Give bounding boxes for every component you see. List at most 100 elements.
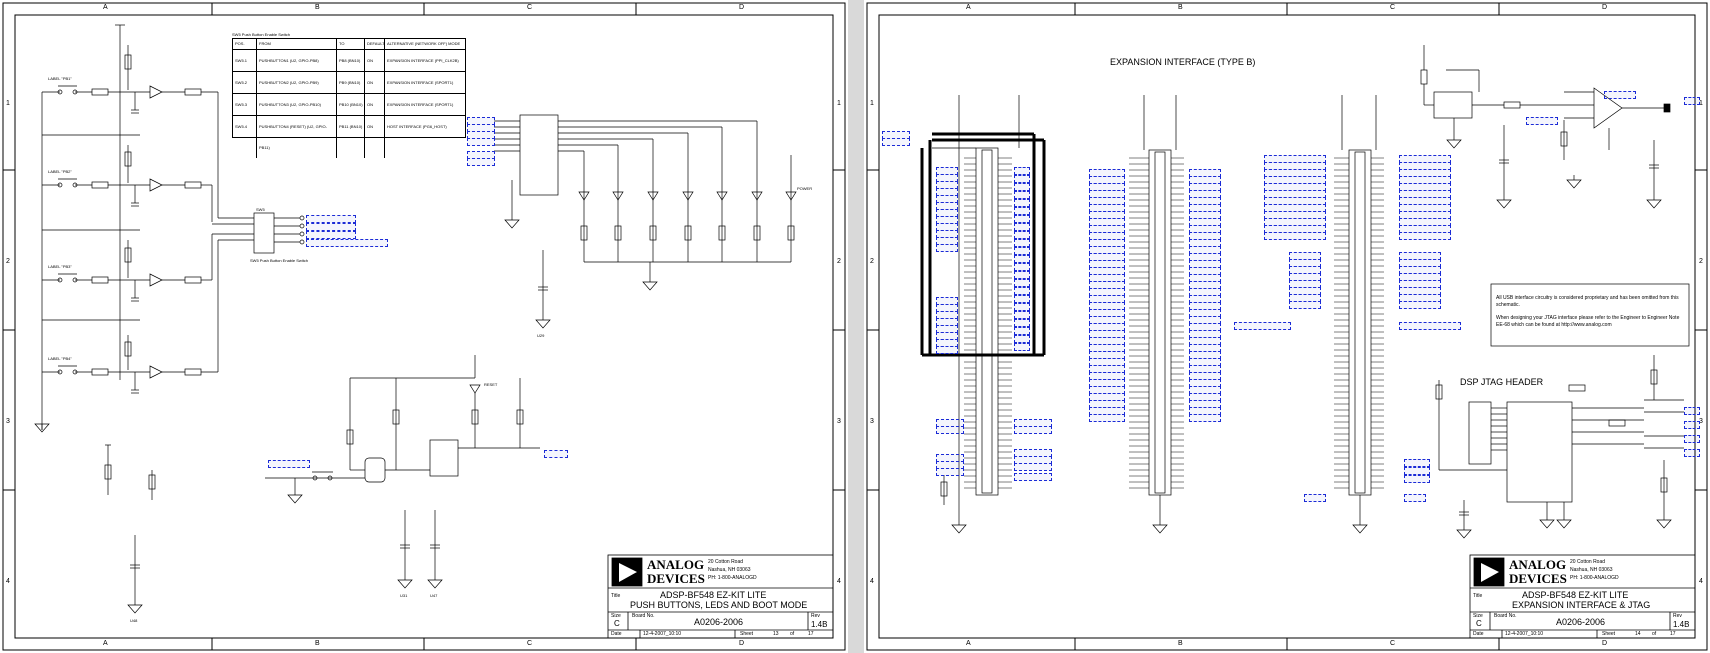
board-number: A0206-2006 — [1556, 617, 1606, 627]
size-label: Size — [611, 613, 621, 619]
sheet-14-drawing — [866, 2, 1708, 651]
net-label — [1089, 414, 1125, 422]
sheet-number: 13 — [773, 631, 779, 637]
net-label — [1014, 271, 1030, 279]
label-pb4: LABEL "PB4" — [48, 356, 72, 361]
net-label — [467, 138, 495, 146]
net-label — [306, 223, 356, 231]
title-line2: EXPANSION INTERFACE & JTAG — [1512, 600, 1651, 610]
net-label — [1684, 421, 1700, 429]
zone-row-1-right: 1 — [837, 100, 841, 107]
net-label — [1684, 449, 1700, 457]
zone-row-2-right: 2 — [837, 258, 841, 265]
title-line1: ADSP-BF548 EZ-KIT LITE — [1522, 590, 1629, 600]
address-line1: 20 Cotton Road — [708, 559, 744, 565]
net-label — [1014, 231, 1030, 239]
sheet-13-drawing — [2, 2, 846, 651]
address-line2: Nashua, NH 03063 — [708, 567, 751, 573]
table-cell: ON — [365, 94, 385, 115]
board-label: Board No. — [1494, 613, 1517, 619]
sw5-table-title: SW5 Push Button Enable Switch — [232, 32, 291, 37]
net-label — [306, 231, 356, 239]
net-label — [1014, 223, 1030, 231]
company-name-line1: ANALOG — [647, 557, 705, 572]
address-line2: Nashua, NH 03063 — [1570, 567, 1613, 573]
table-cell: SW5.2 — [233, 72, 257, 93]
address-line1: 20 Cotton Road — [1570, 559, 1606, 565]
net-label — [1014, 473, 1052, 481]
table-row: SW5.4 PUSHBUTTON4 (RESET) (U2, GPIO-PB11… — [233, 116, 465, 158]
net-label — [544, 450, 568, 458]
zone-col-d: D — [739, 4, 745, 11]
jtag-note-text: When designing your JTAG interface pleas… — [1496, 315, 1680, 328]
table-header: POS. — [233, 39, 257, 49]
table-cell: PB9 (BN10) — [337, 72, 365, 93]
zone-col-b-bottom: B — [315, 640, 320, 647]
label-pb2: LABEL "PB2" — [48, 169, 72, 174]
title-label: Title — [1473, 593, 1483, 599]
of-label: of — [1652, 631, 1657, 637]
net-label — [268, 460, 310, 468]
net-label — [1014, 255, 1030, 263]
schematic-sheet-13: A B C D A B C D 1 2 3 4 1 2 3 4 LABEL "P… — [0, 0, 848, 653]
label-sw5: SW5 — [256, 207, 265, 212]
label-u29: U29 — [537, 333, 545, 338]
company-name-line2: DEVICES — [647, 571, 705, 586]
net-label — [1014, 263, 1030, 271]
net-label — [1404, 494, 1426, 502]
net-label — [467, 158, 495, 166]
net-label — [1014, 199, 1030, 207]
table-cell: PB8 (BN10) — [337, 50, 365, 71]
company-name-line2: DEVICES — [1509, 571, 1567, 586]
zone-row-1: 1 — [870, 100, 874, 107]
table-cell: PUSHBUTTON4 (RESET) (U2, GPIO-PB11) — [257, 116, 337, 158]
table-cell: PUSHBUTTON1 (U2, GPIO-PB8) — [257, 50, 337, 71]
net-label — [1604, 91, 1636, 99]
net-label — [1014, 295, 1030, 303]
title-line2: PUSH BUTTONS, LEDS AND BOOT MODE — [630, 600, 808, 610]
date-value: 12-4-2007_10:10 — [1505, 631, 1544, 637]
table-header: TO — [337, 39, 365, 49]
table-cell: SW5.4 — [233, 116, 257, 158]
zone-col-b: B — [1178, 4, 1183, 11]
table-cell: ON — [365, 50, 385, 71]
zone-row-3-right: 3 — [1699, 418, 1703, 425]
net-label — [1399, 232, 1451, 240]
net-label — [936, 426, 964, 434]
zone-col-c-bottom: C — [1390, 640, 1396, 647]
net-label — [936, 244, 958, 252]
net-label — [306, 239, 388, 247]
net-label — [1014, 287, 1030, 295]
title-line1: ADSP-BF548 EZ-KIT LITE — [660, 590, 767, 600]
zone-row-3: 3 — [6, 418, 10, 425]
table-header: FROM — [257, 39, 337, 49]
zone-col-a-bottom: A — [103, 640, 108, 647]
zone-row-3: 3 — [870, 418, 874, 425]
zone-col-b-bottom: B — [1178, 640, 1183, 647]
label-power: POWER — [797, 186, 813, 191]
net-label — [1404, 467, 1430, 475]
address-line3: PH: 1-800-ANALOGD — [708, 575, 757, 581]
label-u31: U31 — [400, 593, 408, 598]
net-label — [1014, 167, 1030, 175]
net-label — [1684, 97, 1700, 105]
net-label — [1526, 117, 1558, 125]
zone-col-c: C — [527, 4, 533, 11]
rev-value: 1.4B — [1673, 620, 1690, 629]
net-label — [1014, 207, 1030, 215]
table-cell: EXPANSION INTERFACE (SPORT1) — [387, 80, 454, 85]
net-label — [936, 346, 958, 354]
title-label: Title — [611, 593, 621, 599]
zone-col-a: A — [103, 4, 108, 11]
board-number: A0206-2006 — [694, 617, 744, 627]
zone-col-b: B — [315, 4, 320, 11]
net-label — [1684, 435, 1700, 443]
size-value: C — [614, 619, 620, 628]
net-label — [1014, 303, 1030, 311]
expansion-interface-heading: EXPANSION INTERFACE (TYPE B) — [1110, 57, 1256, 67]
zone-row-4-right: 4 — [837, 578, 841, 585]
zone-col-d-bottom: D — [739, 640, 745, 647]
size-label: Size — [1473, 613, 1483, 619]
zone-row-4: 4 — [870, 578, 874, 585]
zone-col-d: D — [1602, 4, 1608, 11]
